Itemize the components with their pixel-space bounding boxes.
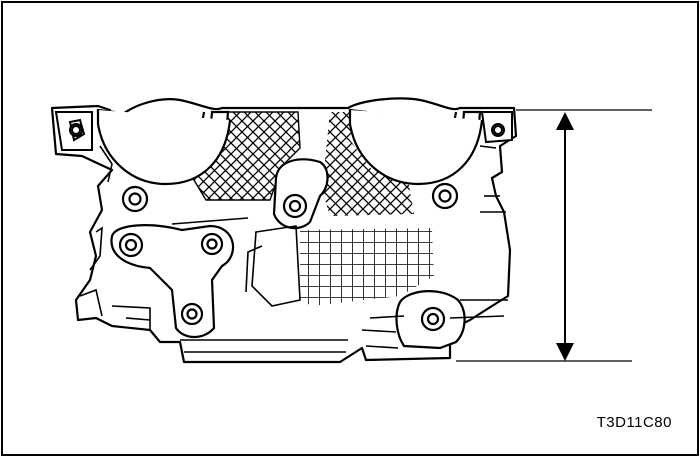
lower-left-bracket [110, 224, 235, 339]
casting-detail-lines [79, 145, 508, 353]
bolt-head-icon [180, 302, 204, 326]
camshaft-journal-right [348, 108, 484, 186]
bolt-head-icon [420, 306, 446, 332]
double-headed-arrow-icon [556, 112, 574, 361]
bolt-head-icon [118, 232, 144, 258]
camshaft-journal-left [96, 108, 232, 186]
bolt-head-icon [71, 125, 81, 135]
bolt-head-icon [282, 193, 308, 219]
bolt-head-icon [200, 232, 224, 256]
bolt-head-icon [121, 185, 149, 213]
bolt-head-icon [493, 125, 503, 135]
figure-code: T3D11C80 [596, 414, 672, 431]
height-dimension [456, 109, 652, 362]
bolt-head-icon [431, 182, 459, 210]
